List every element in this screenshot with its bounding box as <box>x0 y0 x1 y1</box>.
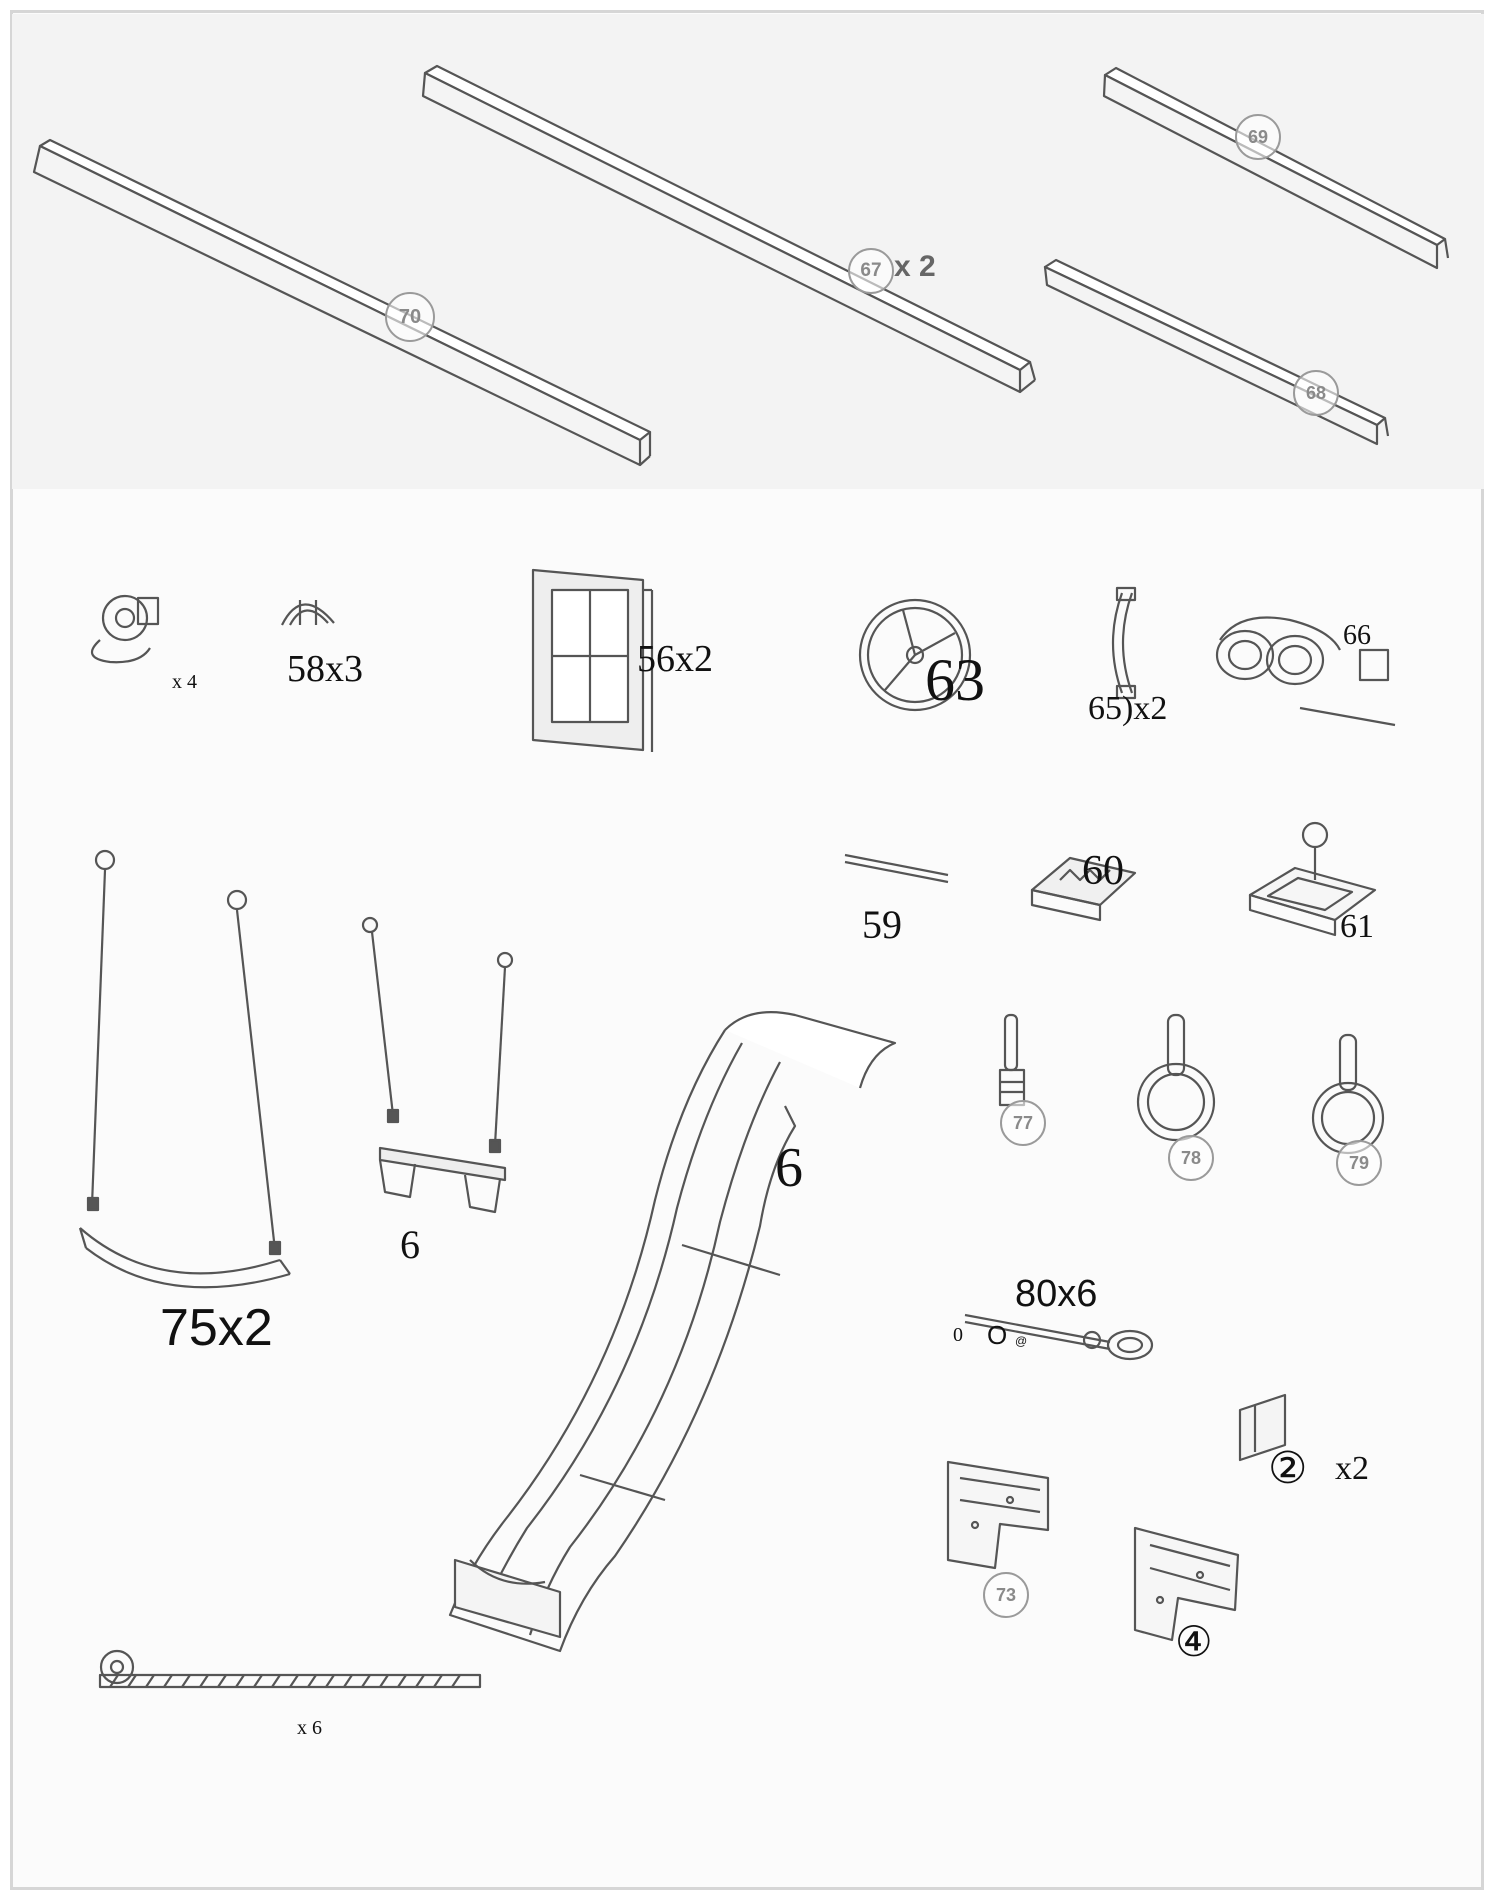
callout-73: 73 <box>983 1572 1029 1618</box>
slide <box>448 1011 897 1653</box>
callout-77: 77 <box>1000 1100 1046 1146</box>
bracket-2 <box>1238 1393 1287 1462</box>
label-80-c: @ <box>1015 1334 1028 1348</box>
callout-78: 78 <box>1168 1135 1214 1181</box>
ring-79 <box>1311 1033 1385 1155</box>
label-slide: 6 <box>775 1137 803 1199</box>
handle-65 <box>1111 586 1137 700</box>
callout-67: 67 <box>848 248 894 294</box>
beam-67 <box>421 64 1037 394</box>
label-65: 65)x2 <box>1088 690 1168 727</box>
hook-bracket <box>90 594 160 664</box>
chain-rail <box>98 1649 482 1689</box>
label-63: 63 <box>925 647 985 713</box>
beam-68 <box>1043 258 1390 446</box>
bar-59 <box>844 853 949 884</box>
label-66: 66 <box>1343 620 1371 651</box>
label-2-qty: x2 <box>1335 1450 1369 1487</box>
label-hook-qty: x 4 <box>172 671 197 693</box>
label-67-qty: x 2 <box>894 250 936 283</box>
trapeze-swing <box>361 916 514 1214</box>
callout-69: 69 <box>1235 114 1281 160</box>
window-56 <box>531 568 654 752</box>
sink-61 <box>1248 821 1377 937</box>
label-80-a: 0 <box>953 1324 963 1346</box>
label-59: 59 <box>862 902 902 947</box>
callout-68: 68 <box>1293 370 1339 416</box>
label-58: 58x3 <box>287 648 363 690</box>
bolt-80 <box>964 1313 1154 1361</box>
binoculars-66 <box>1215 616 1396 727</box>
label-60: 60 <box>1082 848 1124 894</box>
hook-77 <box>998 1013 1026 1107</box>
beam-70 <box>32 138 652 467</box>
block-60 <box>1030 856 1137 922</box>
label-56: 56x2 <box>637 638 713 680</box>
label-4: ④ <box>1175 1620 1213 1666</box>
bracket-58 <box>281 600 335 626</box>
label-80: 80x6 <box>1015 1273 1098 1315</box>
label-rail-qty: x 6 <box>297 1717 322 1739</box>
callout-70: 70 <box>385 292 435 342</box>
label-61: 61 <box>1340 908 1374 945</box>
swing-75 <box>78 849 291 1289</box>
steering-wheel-63 <box>858 598 972 712</box>
label-trapeze: 6 <box>400 1222 420 1267</box>
label-80-b: O <box>987 1320 1008 1350</box>
callout-79: 79 <box>1336 1140 1382 1186</box>
label-2: ② <box>1268 1444 1308 1493</box>
beam-69 <box>1102 66 1450 270</box>
plate-73 <box>946 1460 1050 1570</box>
plate-4 <box>1133 1526 1240 1642</box>
label-75: 75x2 <box>160 1299 273 1357</box>
ring-78 <box>1136 1013 1216 1142</box>
